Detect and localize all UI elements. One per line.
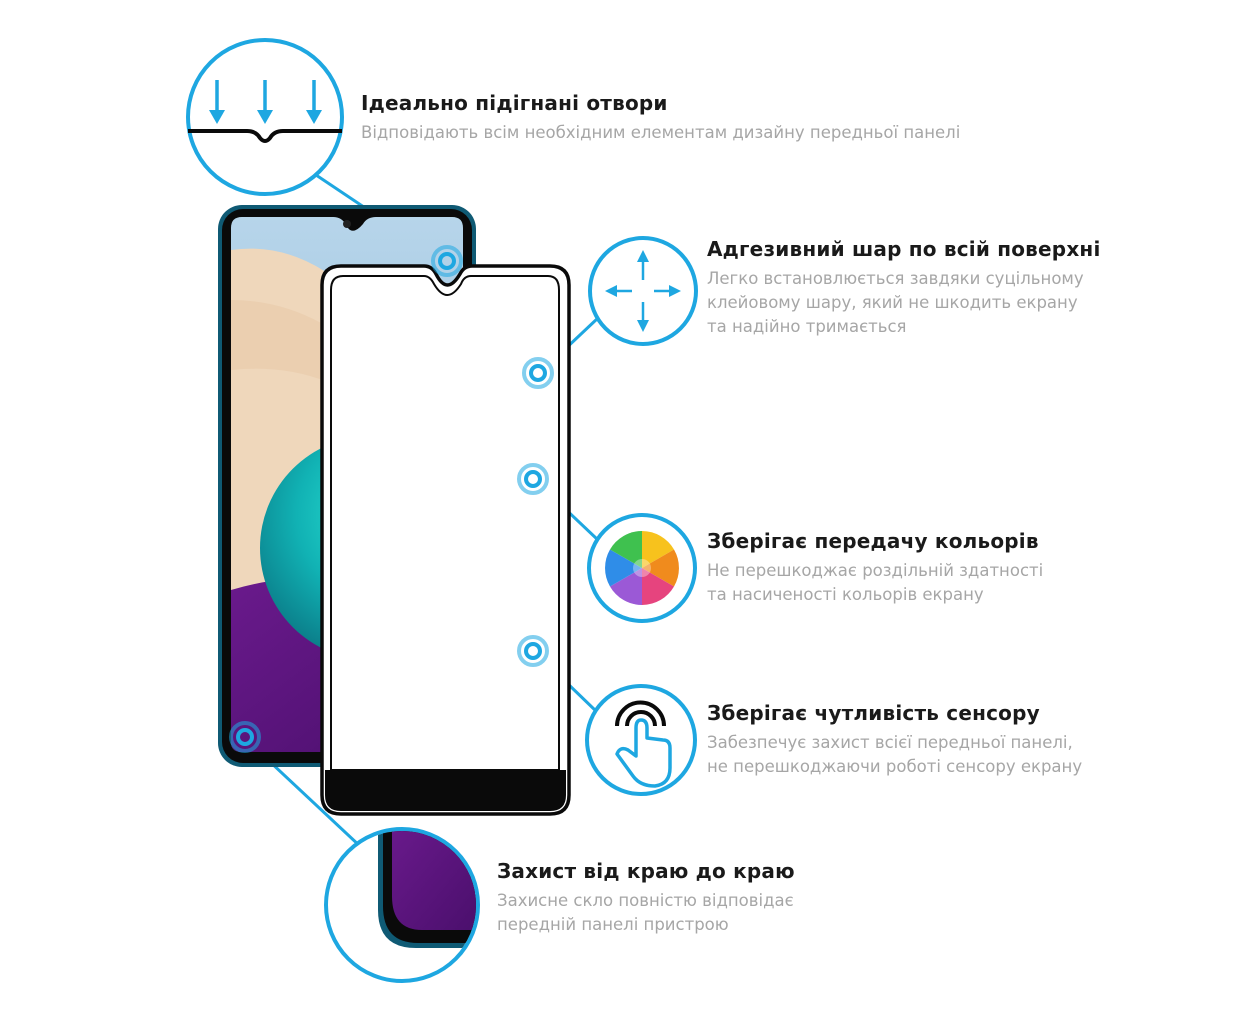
- feature-desc-line: не перешкоджаючи роботі сенсору екрану: [707, 757, 1083, 776]
- target-notch: [431, 245, 463, 277]
- glass-protector: [320, 264, 571, 816]
- notch-fit-icon: [186, 38, 344, 196]
- target-color: [517, 463, 549, 495]
- feature-edge: Захист від краю до краю Захисне скло пов…: [497, 859, 795, 937]
- feature-desc-line: Легко встановлюється завдяки суцільному: [707, 269, 1084, 288]
- feature-desc-line: Забезпечує захист всієї передньої панелі…: [707, 733, 1073, 752]
- feature-color: Зберігає передачу кольорів Не перешкоджа…: [707, 529, 1043, 607]
- target-touch: [517, 635, 549, 667]
- edge-corner-icon: [324, 827, 480, 983]
- feature-desc-line: Відповідають всім необхідним елементам д…: [361, 123, 961, 142]
- feature-title: Зберігає чутливість сенсору: [707, 701, 1040, 725]
- move-arrows-icon: [588, 236, 698, 346]
- feature-desc-line: Захисне скло повністю відповідає: [497, 891, 794, 910]
- target-edge: [229, 721, 261, 753]
- touch-finger-icon: [585, 684, 697, 796]
- feature-touch: Зберігає чутливість сенсору Забезпечує з…: [707, 701, 1082, 779]
- color-wheel-icon: [587, 513, 697, 623]
- feature-desc-line: та надійно тримається: [707, 317, 907, 336]
- feature-title: Захист від краю до краю: [497, 859, 795, 883]
- feature-title: Зберігає передачу кольорів: [707, 529, 1039, 553]
- feature-title: Адгезивний шар по всій поверхні: [707, 237, 1101, 261]
- target-adhesive: [522, 357, 554, 389]
- feature-adhesive: Адгезивний шар по всій поверхні Легко вс…: [707, 237, 1101, 339]
- feature-title: Ідеально підігнані отвори: [361, 91, 668, 115]
- feature-notch: Ідеально підігнані отвори Відповідають в…: [361, 91, 960, 145]
- feature-desc-line: Не перешкоджає роздільній здатності: [707, 561, 1044, 580]
- feature-desc-line: та насиченості кольорів екрану: [707, 585, 984, 604]
- feature-desc-line: передній панелі пристрою: [497, 915, 729, 934]
- target-rings: [229, 245, 554, 753]
- feature-desc-line: клейовому шару, який не шкодить екрану: [707, 293, 1078, 312]
